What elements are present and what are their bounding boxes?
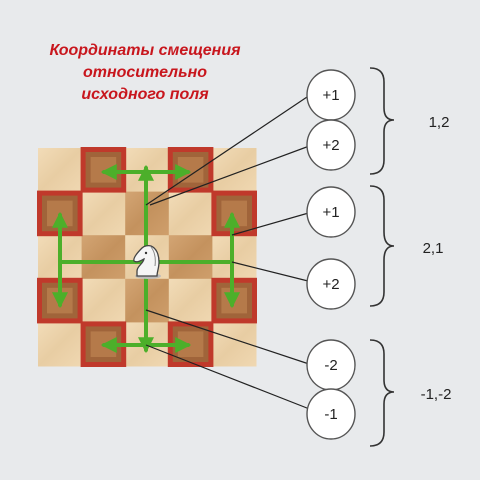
board-square [38, 322, 83, 367]
offset-ellipse: -2 [306, 339, 356, 391]
target-square [80, 147, 127, 193]
offset-label: +1 [322, 204, 339, 221]
curly-braces [369, 67, 395, 447]
target-square [211, 190, 257, 237]
offset-label: +2 [322, 137, 339, 154]
offset-label: -1 [324, 406, 337, 423]
offset-ellipse: -1 [306, 388, 356, 440]
group-label-3: -1,-2 [421, 386, 452, 403]
offset-ellipse: +1 [306, 186, 356, 238]
group-label-2: 2,1 [423, 240, 444, 257]
board-square [212, 235, 257, 280]
board-square [168, 191, 213, 236]
offset-label: +2 [322, 276, 339, 293]
group-label-1: 1,2 [429, 114, 450, 131]
title-line-3: исходного поля [81, 86, 209, 103]
offset-ellipse: +2 [306, 119, 356, 171]
board-square [212, 148, 257, 193]
target-square [211, 277, 257, 324]
title-line-2: относительно [82, 64, 208, 81]
board-square [168, 235, 213, 280]
board-square [81, 191, 126, 236]
title-line-1: Координаты смещения [49, 42, 241, 59]
board-square [81, 235, 126, 280]
board-square [168, 278, 213, 323]
offset-ellipses: +1 +2 +1 +2 -2 -1 [306, 69, 356, 440]
brace-group-2 [369, 185, 395, 307]
target-squares [37, 147, 257, 367]
connector-lines [145, 94, 313, 411]
brace-group-1 [369, 67, 395, 175]
offset-ellipse: +1 [306, 69, 356, 121]
knight-icon [133, 244, 161, 279]
brace-group-3 [369, 339, 395, 447]
board-square [81, 278, 126, 323]
offset-ellipse: +2 [306, 258, 356, 310]
diagram-title: Координаты смещения относительно исходно… [20, 40, 270, 106]
offset-label: -2 [324, 357, 337, 374]
board-square [38, 148, 83, 193]
offset-label: +1 [322, 87, 339, 104]
